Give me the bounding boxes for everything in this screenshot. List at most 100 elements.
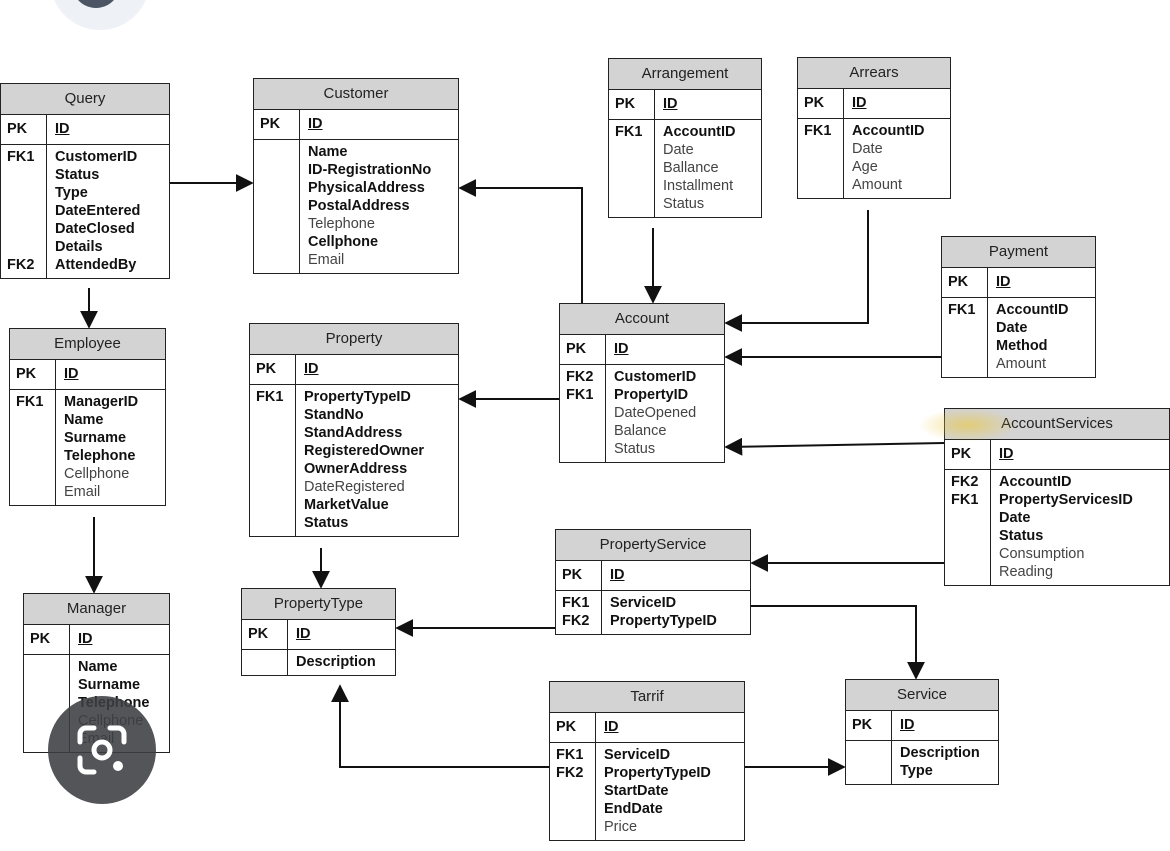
attribute-field: Status [614,441,656,457]
primary-key-row: PK ID [945,440,1169,470]
field-list: ID [655,90,761,119]
attribute-field: Description [296,654,376,670]
attribute-field: Date [999,510,1031,526]
attribute-field: Name [308,144,348,160]
key-label: FK2 [951,474,979,490]
attribute-field: Amount [996,356,1046,372]
primary-key-field: ID [999,446,1014,462]
key-column [254,140,300,273]
entity-title: Arrangement [609,59,761,90]
key-label [260,161,299,179]
key-column: FK1 [250,385,296,536]
attribute-field: PropertyTypeID [604,765,711,781]
primary-key-field: ID [614,341,629,357]
key-label [260,179,299,197]
key-column [24,655,70,752]
key-label [556,800,595,818]
google-lens-button[interactable] [48,696,156,804]
attribute-field: Description [900,745,980,761]
primary-key-field: ID [296,626,311,642]
primary-key-field: ID [663,96,678,112]
key-column [846,741,892,784]
key-label [948,319,987,337]
key-label [256,460,295,478]
relationship-propertyservice-to-service [751,605,925,680]
google-lens-icon [77,725,127,775]
entity-title: Employee [10,329,165,360]
key-label [7,184,46,202]
key-label: PK [10,360,56,389]
key-label: PK [556,561,602,590]
attribute-block: Description [242,650,395,675]
key-label [16,465,55,483]
attribute-field: Age [852,159,878,175]
attribute-field: Amount [852,177,902,193]
key-label: PK [1,115,47,144]
entity-title: Account [560,304,724,335]
attribute-field: Surname [78,677,141,693]
key-label [30,676,69,694]
attribute-field: Surname [64,430,127,446]
primary-key-field: ID [64,366,79,382]
entity-title: PropertyType [242,589,395,620]
key-label [260,251,299,269]
primary-key-field: ID [610,567,625,583]
attribute-field: RegisteredOwner [304,443,425,459]
attribute-field: DateOpened [614,405,697,421]
primary-key-field: ID [308,116,323,132]
key-label: FK1 [566,387,594,403]
key-label: FK1 [556,747,584,763]
attribute-field: PropertyTypeID [610,613,717,629]
attribute-field: AccountID [852,123,925,139]
key-label: FK1 [804,123,832,139]
key-label: PK [242,620,288,649]
attribute-field: Name [64,412,104,428]
key-label [256,514,295,532]
key-label: PK [945,440,991,469]
key-label [951,545,990,563]
primary-key-field: ID [304,361,319,377]
key-label [615,177,654,195]
key-label: PK [942,268,988,297]
attribute-field: Email [308,252,345,268]
key-label: PK [560,335,606,364]
attribute-field: DateRegistered [304,479,405,495]
key-label [615,195,654,213]
attribute-field: Balance [614,423,667,439]
entity-title: Tarrif [550,682,744,713]
key-label [948,337,987,355]
attribute-field: Email [64,484,101,500]
field-list: ID [47,115,169,144]
key-label [256,478,295,496]
attribute-field: Consumption [999,546,1085,562]
key-column: FK1 FK2 [1,145,47,278]
attribute-field: Status [55,167,100,183]
field-list: ID [296,355,458,384]
key-label: FK2 [562,613,590,629]
key-label [566,422,605,440]
key-column [242,650,288,675]
